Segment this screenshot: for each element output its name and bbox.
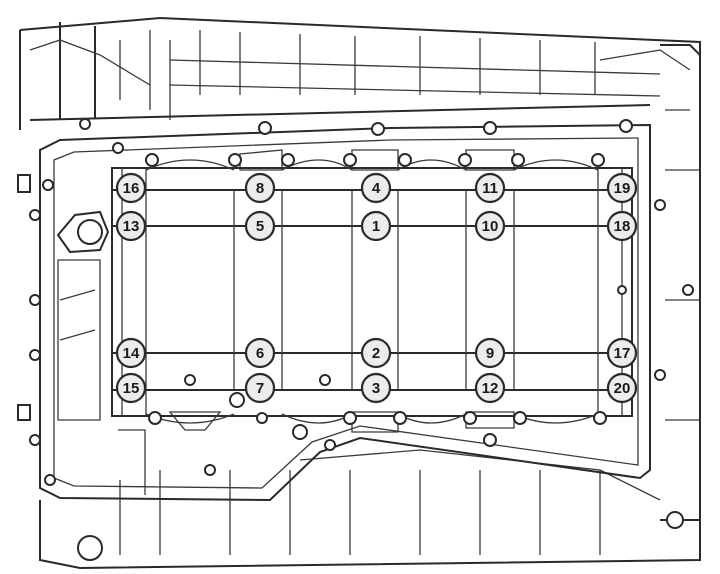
bolt-circle <box>474 372 506 404</box>
bolt-label: 3 <box>372 380 380 397</box>
bolt-label: 19 <box>614 180 631 197</box>
gasket-flange <box>39 123 651 502</box>
bolt-circle <box>244 372 276 404</box>
bolt-sequence: 16 8 4 11 19 13 5 1 10 18 14 6 2 9 17 15 7 3 12 20 <box>115 172 638 404</box>
bolt-11: 11 <box>474 172 506 204</box>
bolt-circle <box>360 337 392 369</box>
bolt-8: 8 <box>244 172 276 204</box>
flange-holes <box>29 118 694 486</box>
bolt-circle <box>606 210 638 242</box>
bolt-1: 1 <box>360 210 392 242</box>
bolt-circle <box>360 172 392 204</box>
bolt-circle <box>474 210 506 242</box>
bolt-label: 4 <box>372 180 381 197</box>
bolt-label: 18 <box>614 218 631 235</box>
bolt-label: 16 <box>123 180 140 197</box>
bolt-circle <box>360 210 392 242</box>
bolt-14: 14 <box>115 337 147 369</box>
bolt-15: 15 <box>115 372 147 404</box>
bolt-label: 10 <box>482 218 499 235</box>
bolt-circle <box>115 372 147 404</box>
bolt-label: 7 <box>256 380 264 397</box>
left-side-features <box>17 174 222 495</box>
bolt-10: 10 <box>474 210 506 242</box>
bolt-7: 7 <box>244 372 276 404</box>
bolt-label: 5 <box>256 218 264 235</box>
bolt-label: 8 <box>256 180 264 197</box>
bolt-12: 12 <box>474 372 506 404</box>
bolt-label: 13 <box>123 218 140 235</box>
bolt-label: 14 <box>123 345 140 362</box>
bolt-circle <box>606 172 638 204</box>
bolt-17: 17 <box>606 337 638 369</box>
bolt-label: 1 <box>372 218 380 235</box>
bolt-label: 17 <box>614 345 631 362</box>
bolt-label: 12 <box>482 380 499 397</box>
bolt-label: 6 <box>256 345 264 362</box>
upper-casting <box>19 16 701 521</box>
bolt-label: 11 <box>482 180 498 197</box>
bolt-label: 20 <box>614 380 631 397</box>
bolt-circle <box>244 337 276 369</box>
bolt-circle <box>606 372 638 404</box>
bolt-20: 20 <box>606 372 638 404</box>
bolt-circle <box>474 337 506 369</box>
bolt-label: 9 <box>486 345 494 362</box>
bolt-circle <box>360 372 392 404</box>
bolt-19: 19 <box>606 172 638 204</box>
bolt-13: 13 <box>115 210 147 242</box>
bolt-16: 16 <box>115 172 147 204</box>
bolt-6: 6 <box>244 337 276 369</box>
bolt-circle <box>474 172 506 204</box>
bolt-circle <box>115 337 147 369</box>
bolt-circle <box>244 210 276 242</box>
bolt-18: 18 <box>606 210 638 242</box>
bolt-2: 2 <box>360 337 392 369</box>
bolt-circle <box>606 337 638 369</box>
bolt-label: 2 <box>372 345 380 362</box>
bolt-label: 15 <box>123 380 140 397</box>
bolt-3: 3 <box>360 372 392 404</box>
bolt-4: 4 <box>360 172 392 204</box>
bolt-circle <box>244 172 276 204</box>
bolt-5: 5 <box>244 210 276 242</box>
bolt-circle <box>115 210 147 242</box>
bolt-9: 9 <box>474 337 506 369</box>
bolt-circle <box>115 172 147 204</box>
